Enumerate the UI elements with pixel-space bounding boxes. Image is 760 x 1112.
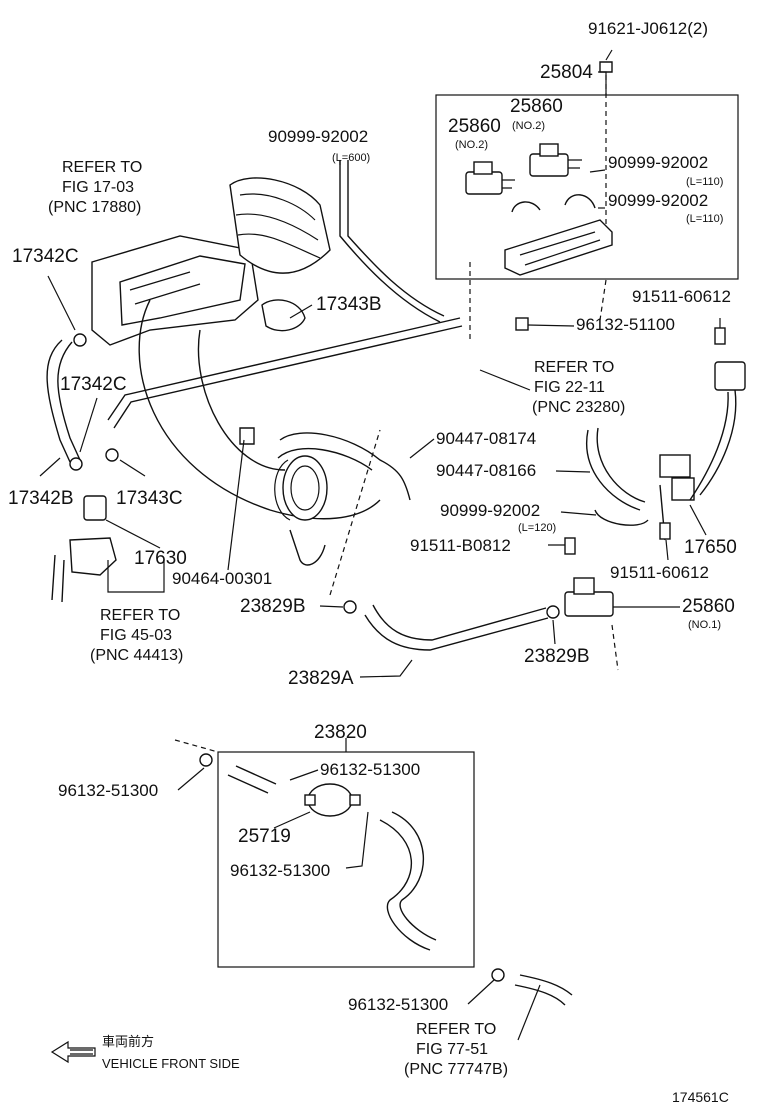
legend-japanese: 車両前方	[102, 1034, 154, 1049]
label-23829b-left: 23829B	[240, 596, 306, 617]
leader-lines	[39, 49, 721, 1041]
label-25804: 25804	[540, 62, 593, 83]
bracket-right	[659, 454, 695, 501]
hose-23829a-body	[364, 614, 549, 651]
label-90999-box2: 90999-92002	[608, 191, 708, 210]
label-17343c: 17343C	[116, 488, 183, 509]
label-96132-box-top: 96132-51300	[320, 760, 420, 779]
bolt-91511-60612-right	[714, 327, 726, 345]
vsv-bracket	[504, 219, 613, 276]
legend-english: VEHICLE FRONT SIDE	[102, 1056, 240, 1071]
air-intake-duct	[229, 177, 331, 332]
clip-96132-51100	[515, 317, 529, 331]
label-96132-51100: 96132-51100	[576, 315, 675, 334]
label-23829a: 23829A	[288, 668, 354, 689]
hose-long-box	[379, 819, 431, 951]
label-91511-lower: 91511-60612	[610, 563, 709, 582]
intake-pipe	[138, 299, 381, 520]
label-90999-top: 90999-92002	[268, 127, 368, 146]
label-25860-title: 25860	[510, 96, 563, 117]
vehicle-front-arrow-icon	[50, 1040, 96, 1064]
label-17342c-mid: 17342C	[60, 374, 127, 395]
label-bolt-top: 91621-J0612(2)	[588, 19, 708, 38]
filter-25719	[304, 783, 361, 817]
vsv-no2-left	[465, 161, 515, 195]
connector-right	[689, 361, 746, 501]
hose-bottom	[514, 974, 573, 1006]
label-25860-title-sub: (NO.2)	[512, 120, 545, 132]
label-refer-77-3: (PNC 77747B)	[404, 1061, 508, 1078]
label-23820: 23820	[314, 722, 367, 743]
label-refer-22-1: REFER TO	[534, 359, 614, 376]
clip-23829b-right	[546, 605, 560, 619]
label-17342c-top: 17342C	[12, 246, 79, 267]
label-96132-box-bottom: 96132-51300	[230, 861, 330, 880]
label-17650: 17650	[684, 537, 737, 558]
label-90447-08174: 90447-08174	[436, 429, 536, 448]
label-refer-17-3: (PNC 17880)	[48, 199, 141, 216]
throttle-body	[274, 455, 328, 521]
bolt-91621	[599, 61, 613, 73]
label-91511-b0812: 91511-B0812	[410, 536, 511, 555]
label-25860-no1: 25860	[682, 596, 735, 617]
hose-90999-l600-body	[339, 160, 441, 323]
label-25860-no1-sub: (NO.1)	[688, 619, 721, 631]
clip-96132-51300-left	[199, 753, 213, 767]
clamp-17342c-top	[73, 333, 87, 347]
label-17342b: 17342B	[8, 488, 74, 509]
label-17630: 17630	[134, 548, 187, 569]
label-90999-box1-len: (L=110)	[686, 176, 723, 188]
label-25860-left-sub: (NO.2)	[455, 139, 488, 151]
label-refer-77-2: FIG 77-51	[416, 1041, 488, 1058]
label-refer-17-1: REFER TO	[62, 159, 142, 176]
hose-short-left	[227, 765, 277, 794]
clamp-17343c	[105, 448, 119, 462]
sensor-17630	[51, 495, 117, 603]
label-90999-box2-len: (L=110)	[686, 213, 723, 225]
label-25719: 25719	[238, 826, 291, 847]
clamp-17342c-mid	[69, 457, 83, 471]
figure-id: 174561C	[672, 1089, 729, 1105]
vsv-no2-right	[529, 143, 582, 177]
bolt-91511-b0812	[564, 537, 576, 555]
label-refer-17-2: FIG 17-03	[62, 179, 134, 196]
label-90447-08166: 90447-08166	[436, 461, 536, 480]
label-90464: 90464-00301	[172, 569, 272, 588]
air-cleaner-case	[91, 235, 259, 346]
label-90999-box1: 90999-92002	[608, 153, 708, 172]
label-90999-mid-len: (L=120)	[518, 522, 556, 534]
label-23829b-right: 23829B	[524, 646, 590, 667]
clip-90464-00301	[239, 427, 255, 445]
label-96132-bottom: 96132-51300	[348, 995, 448, 1014]
hose-17343b-body	[107, 317, 461, 421]
label-refer-22-3: (PNC 23280)	[532, 399, 625, 416]
label-refer-45-1: REFER TO	[100, 607, 180, 624]
label-refer-45-2: FIG 45-03	[100, 627, 172, 644]
label-91511-right: 91511-60612	[632, 287, 731, 306]
vsv-no1	[564, 577, 614, 617]
vsv-assembly-box	[435, 94, 739, 280]
bolt-91511-60612-lower	[659, 522, 671, 540]
label-25860-left: 25860	[448, 116, 501, 137]
label-refer-77-1: REFER TO	[416, 1021, 496, 1038]
label-96132-left: 96132-51300	[58, 781, 158, 800]
hose-assembly-23820-box	[217, 751, 475, 968]
clip-23829b-left	[343, 600, 357, 614]
label-17343b: 17343B	[316, 294, 382, 315]
label-refer-45-3: (PNC 44413)	[90, 647, 183, 664]
label-refer-22-2: FIG 22-11	[534, 379, 605, 396]
hose-17342c-left	[46, 339, 71, 463]
label-90999-mid: 90999-92002	[440, 501, 540, 520]
label-90999-top-len: (L=600)	[332, 152, 370, 164]
